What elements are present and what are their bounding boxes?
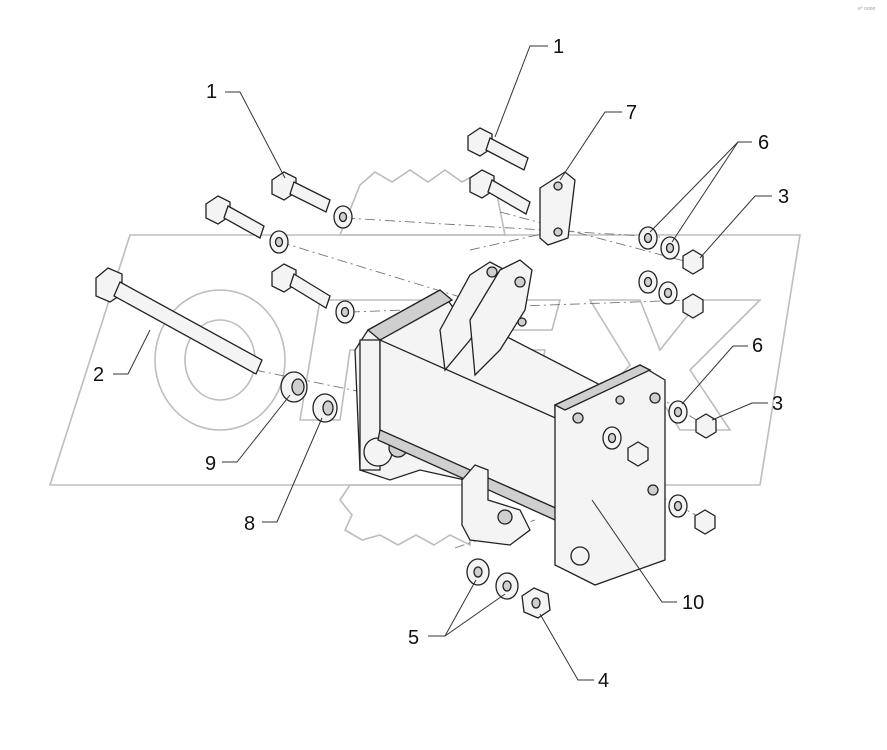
callout-2: 2 [93,364,104,386]
bushing-8 [312,393,338,423]
lower-mount-bracket [461,464,531,546]
callout-4: 4 [598,670,609,692]
upper-mount-bracket [439,259,533,377]
bolt-1-left-b [205,195,265,239]
callout-6-upper: 6 [758,132,769,154]
callout-8: 8 [244,513,255,535]
callout-9: 9 [205,453,216,475]
callout-labels: 1 1 7 6 3 2 6 3 9 8 10 5 4 [93,36,789,692]
callout-3-lower: 3 [772,393,783,415]
callout-10: 10 [682,592,704,614]
long-bolt-2 [95,267,263,375]
corner-mark: e⁰ oooo [858,6,876,12]
callout-1-upper: 1 [553,36,564,58]
bushing-9 [280,371,308,403]
washers-5 [466,558,519,600]
callout-5: 5 [408,627,419,649]
leader-lines [113,45,772,681]
main-frame-body [354,289,612,521]
washers-left [269,205,355,324]
callout-3-upper: 3 [778,186,789,208]
callout-6-lower: 6 [752,335,763,357]
bolt-1-left-a [271,171,331,213]
small-plate-7 [539,171,576,246]
side-plate [553,364,666,586]
bolt-1-left-c [271,263,331,309]
washers-6 [602,226,688,518]
nut-4 [521,587,551,619]
callout-7: 7 [626,102,637,124]
nuts-3 [627,249,717,535]
bolt-1-upper [467,127,529,171]
callout-1-left: 1 [206,81,217,103]
bolt-1-second [469,169,531,215]
